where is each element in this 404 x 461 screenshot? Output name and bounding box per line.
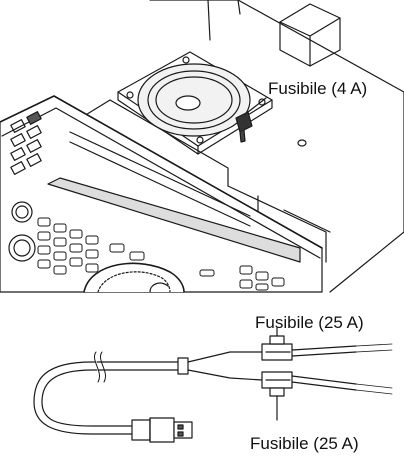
transceiver-illustration (0, 0, 404, 293)
fuse-25a-top (261, 335, 293, 361)
fuse-4a (235, 97, 267, 143)
cable-wire-outer (33, 361, 187, 435)
right-button-bank (199, 265, 285, 291)
left-button-bank (10, 111, 42, 175)
screw-hole (297, 139, 307, 147)
main-dial (83, 262, 185, 293)
front-panel (0, 95, 323, 293)
power-knob (11, 201, 33, 223)
dc-power-cable (33, 327, 393, 443)
cable-clamp (177, 357, 189, 375)
power-connector (131, 417, 193, 443)
speaker (117, 51, 273, 155)
chassis-top-edge (149, 0, 404, 293)
cable-wire-inner (41, 369, 187, 427)
rear-cube (279, 3, 341, 67)
keypad (37, 217, 145, 275)
fuse-4a-label: Fusibile (4 A) (268, 79, 368, 98)
fuse-25a-bottom (261, 371, 293, 397)
fuse-25a-bottom-label: Fusibile (25 A) (250, 434, 359, 453)
fuse-25a-top-label: Fusibile (25 A) (255, 313, 364, 332)
display-strip (47, 177, 301, 263)
mic-connector (8, 234, 36, 262)
